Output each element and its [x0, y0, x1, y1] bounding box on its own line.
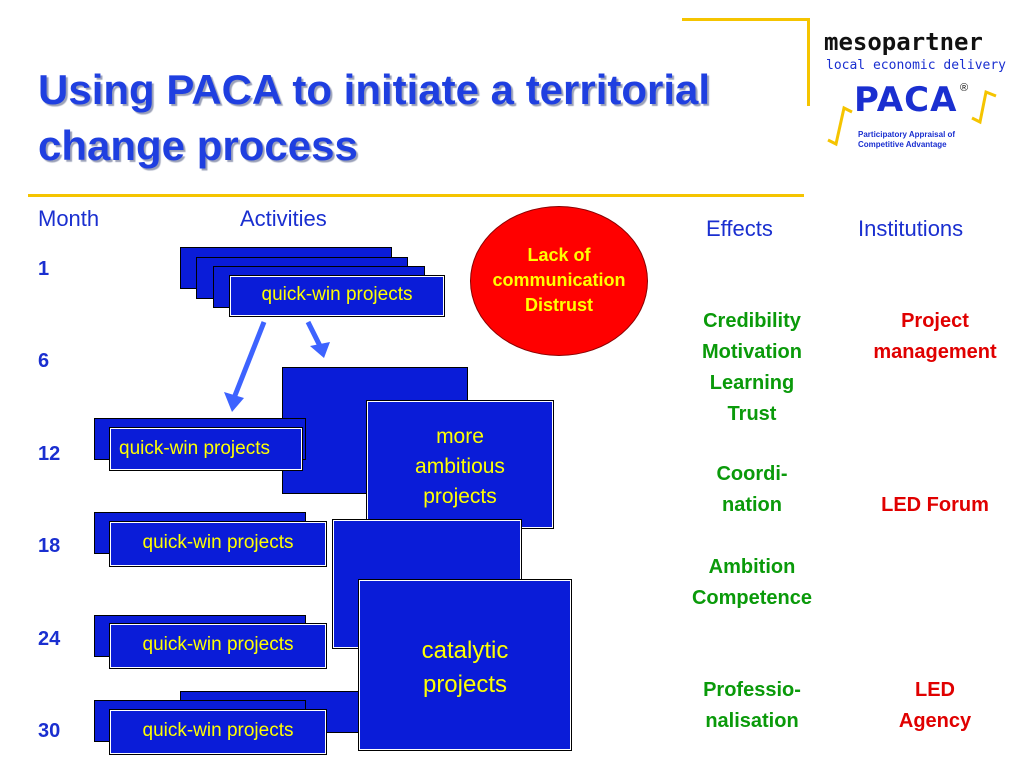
ambitious-line-2: ambitious	[415, 455, 505, 478]
effect-coordination: Coordi- nation	[672, 459, 832, 521]
institution-led-forum: LED Forum	[846, 490, 1024, 521]
effect-line: Learning	[709, 372, 795, 394]
registered-mark: ®	[960, 82, 969, 94]
institution-line: Project	[901, 310, 969, 332]
frame-side-line	[807, 18, 810, 106]
quick-win-box: quick-win projects	[109, 623, 327, 669]
institution-line: management	[873, 341, 997, 363]
institution-line: Agency	[898, 710, 972, 732]
paca-subtitle-line-1: Participatory Appraisal of	[858, 130, 956, 139]
institution-line: LED	[915, 679, 955, 701]
institution-project-management: Project management	[846, 306, 1024, 368]
quick-win-box: quick-win projects	[109, 709, 327, 755]
bubble-line-3: Distrust	[524, 295, 593, 315]
quick-win-box: quick-win projects	[229, 275, 445, 317]
effect-line: Credibility	[703, 310, 801, 332]
effect-line: nation	[722, 494, 782, 516]
more-ambitious-projects-box: more ambitious projects	[366, 400, 554, 529]
month-label: 18	[38, 535, 61, 557]
institution-line: LED Forum	[881, 494, 989, 516]
effects-header: Effects	[706, 216, 773, 241]
problem-bubble: Lack of communication Distrust	[470, 206, 648, 356]
ambitious-line-3: projects	[423, 485, 497, 508]
title-line-2: change process	[38, 122, 358, 169]
month-header: Month	[38, 206, 100, 231]
arrow-icons	[224, 320, 330, 412]
paca-subtitle-line-2: Competitive Advantage	[858, 140, 947, 149]
effect-line: Ambition	[708, 556, 796, 578]
month-label: 12	[38, 443, 61, 465]
effect-line: Professio-	[703, 679, 801, 701]
paca-graph-icon	[827, 89, 997, 147]
catalytic-projects-box: catalytic projects	[358, 579, 572, 751]
mesopartner-logo: mesopartner local economic delivery PACA…	[822, 28, 1012, 158]
paca-subtitle: Participatory Appraisal of Competitive A…	[858, 130, 955, 150]
month-label: 1	[38, 258, 50, 280]
title-underline	[28, 194, 804, 197]
arrow-down-right-icon	[305, 320, 323, 348]
effect-line: Competence	[691, 587, 813, 609]
activities-header: Activities	[240, 206, 327, 231]
ambitious-line-1: more	[436, 425, 484, 448]
month-label: 30	[38, 720, 61, 742]
month-label: 24	[38, 628, 61, 650]
effect-professionalisation: Professio- nalisation	[672, 675, 832, 737]
institution-led-agency: LED Agency	[846, 675, 1024, 737]
arrow-down-left-icon	[231, 321, 267, 399]
effect-line: Coordi-	[716, 463, 788, 485]
effect-ambition: Ambition Competence	[672, 552, 832, 614]
catalytic-line-1: catalytic	[421, 637, 509, 664]
catalytic-line-2: projects	[422, 671, 508, 698]
effect-credibility-group: Credibility Motivation Learning Trust	[672, 306, 832, 430]
quick-win-box: quick-win projects	[109, 521, 327, 567]
effect-line: Motivation	[702, 341, 802, 363]
paca-wordmark: PACA	[854, 80, 958, 120]
bubble-line-1: Lack of	[527, 245, 591, 265]
bubble-line-2: communication	[492, 270, 626, 290]
effect-line: Trust	[727, 403, 777, 425]
title-line-1: Using PACA to initiate a territorial	[38, 66, 711, 113]
month-label: 6	[38, 350, 50, 372]
quick-win-box: quick-win projects	[109, 427, 303, 471]
logo-tagline: local economic delivery	[826, 58, 1007, 73]
effect-line: nalisation	[705, 710, 799, 732]
page-title: Using PACA to initiate a territorial cha…	[38, 62, 818, 174]
institutions-header: Institutions	[858, 216, 964, 241]
logo-brand: mesopartner	[824, 28, 983, 56]
frame-top-line	[682, 18, 810, 21]
